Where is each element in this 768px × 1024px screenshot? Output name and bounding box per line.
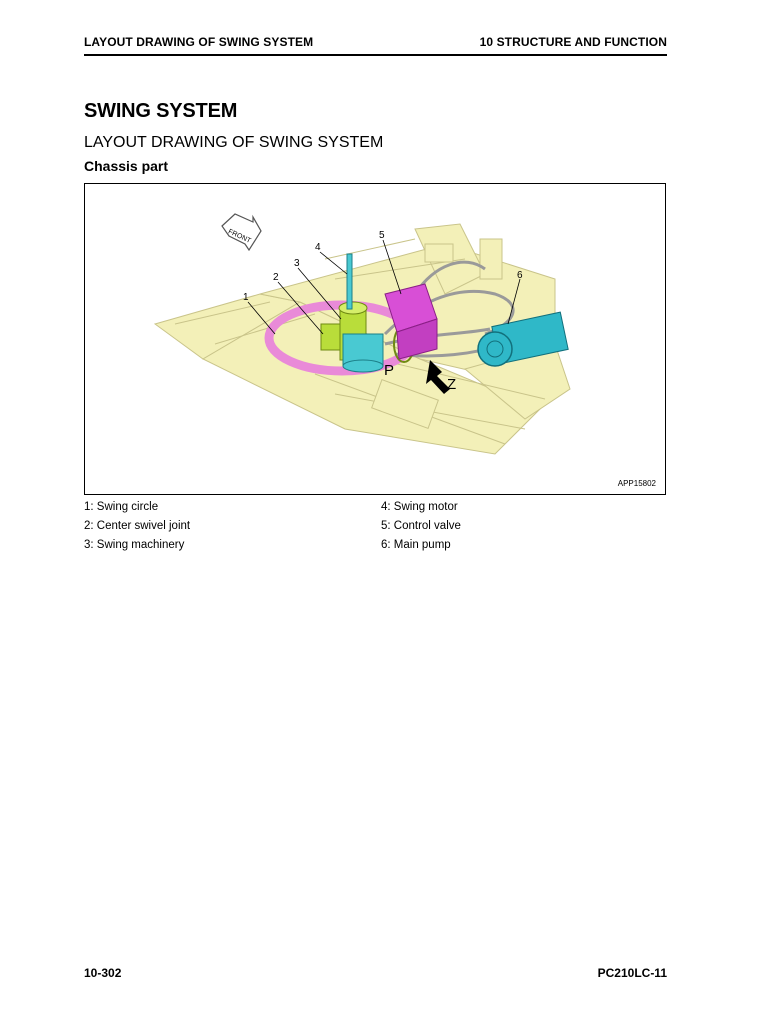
swing-system-layout-figure: FRONT 1 2 3 4 5 6 P Z APP15802	[84, 183, 666, 495]
view-z-arrow	[426, 360, 450, 394]
legend-column-left: 1: Swing circle 2: Center swivel joint 3…	[84, 500, 190, 558]
header-section-title: LAYOUT DRAWING OF SWING SYSTEM	[84, 35, 314, 49]
legend-item: 6: Main pump	[381, 539, 451, 552]
model-number: PC210LC-11	[597, 966, 667, 980]
legend-item: 5: Control valve	[381, 520, 461, 533]
page-number: 10-302	[84, 966, 122, 980]
header-divider	[84, 54, 667, 56]
callout-2: 2	[273, 272, 279, 283]
subsection-title: LAYOUT DRAWING OF SWING SYSTEM	[84, 134, 384, 151]
figure-id: APP15802	[617, 479, 656, 488]
part-title: Chassis part	[84, 158, 169, 174]
section-title: SWING SYSTEM	[84, 100, 238, 122]
legend-item: 3: Swing machinery	[84, 539, 185, 552]
callout-4: 4	[315, 242, 321, 253]
legend-item: 2: Center swivel joint	[84, 520, 191, 533]
legend-item: 4: Swing motor	[381, 501, 458, 513]
swing-motor	[342, 253, 384, 373]
header-chapter-title: 10 STRUCTURE AND FUNCTION	[479, 35, 667, 49]
control-valve	[384, 283, 438, 360]
callout-3: 3	[294, 258, 300, 269]
swing-system-illustration: FRONT 1 2 3 4 5 6 P Z	[153, 213, 571, 455]
callout-6: 6	[517, 270, 523, 281]
view-label-p: P	[384, 362, 394, 379]
main-pump	[477, 311, 569, 367]
legend-item: 1: Swing circle	[84, 501, 159, 513]
view-label-z: Z	[447, 376, 456, 393]
callout-1: 1	[243, 292, 249, 303]
callout-leaders	[247, 239, 521, 335]
legend-column-right: 4: Swing motor 5: Control valve 6: Main …	[381, 500, 461, 558]
callout-5: 5	[379, 230, 385, 241]
front-direction-arrow: FRONT	[221, 213, 262, 252]
